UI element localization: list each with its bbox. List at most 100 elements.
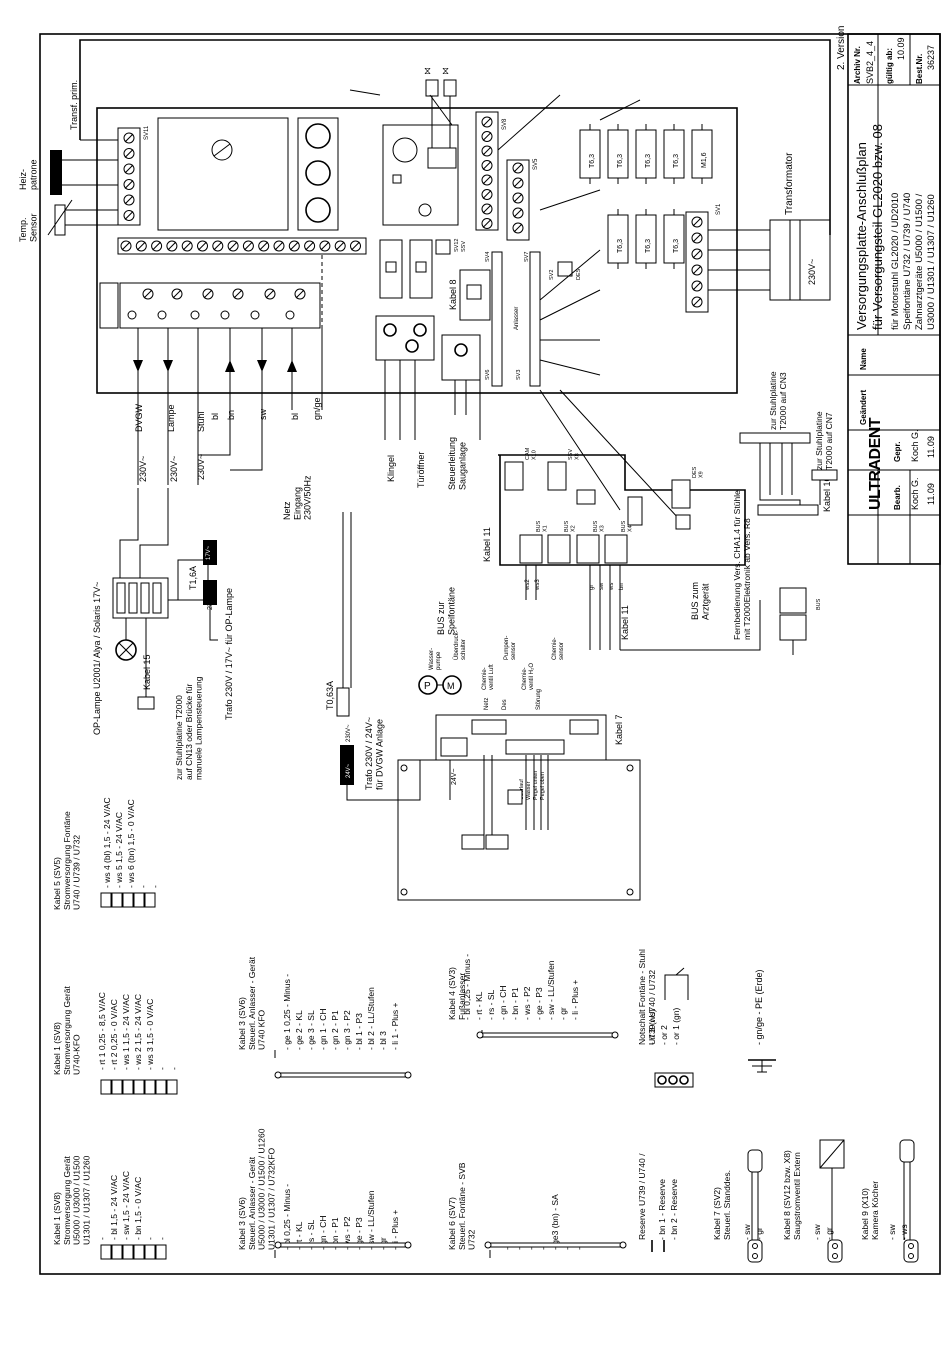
terminal-screw <box>481 131 493 142</box>
connector-pin <box>144 892 156 908</box>
wire <box>197 410 231 456</box>
terminal-screw <box>481 160 493 171</box>
legend-line: - ws 3 1,5 - 0 V/AC <box>145 999 155 1070</box>
transformer: Transformator 230V~ <box>708 152 831 301</box>
desc-line-4: U3000 / U1301 / U1307 / U1260 <box>926 194 937 330</box>
gueltig-label: gültig ab: <box>885 48 894 84</box>
plug-glyph <box>899 1139 915 1163</box>
svg-text:SSV: SSV <box>461 241 467 252</box>
connector-pin <box>122 1244 134 1260</box>
fuse-label: T6,3 <box>617 239 624 253</box>
v230-c: 230V~ <box>196 454 206 480</box>
lamp-terminal <box>152 582 162 614</box>
svg-text:Kabel 8: Kabel 8 <box>448 279 458 310</box>
connector-pin <box>166 1079 178 1095</box>
terminal-screw <box>227 240 239 252</box>
legend-line: - <box>514 1247 524 1250</box>
title-line-1: Versorgungsplatte-Anschlußplan <box>854 142 869 330</box>
sv7-connector <box>529 251 541 387</box>
v230-a: 230V~ <box>138 456 148 482</box>
sv5-connector: SV5 <box>506 158 539 241</box>
steuerleitung-label: SteuerleitungSauganlage <box>447 437 467 490</box>
svg-text:CAMX10: CAMX10 <box>525 447 537 460</box>
connector-pin <box>100 1244 112 1260</box>
sv8-connector: SV8 <box>475 111 508 231</box>
fountain-module: P M Wasser-pumpe Überdruck-schalter Chem… <box>325 512 641 901</box>
legend-line: - ws 2 1,5 - 24 V/AC <box>133 994 143 1070</box>
terminal-screw <box>123 210 135 221</box>
kabel11-label: Kabel 11 <box>482 527 492 562</box>
bus-wire-code: sw <box>599 582 605 590</box>
connector-pin <box>122 1079 134 1095</box>
svg-text:SV8: SV8 <box>502 118 508 130</box>
terminal-screw <box>512 207 524 219</box>
terminal-screw <box>691 280 703 292</box>
desc-line-1: für Motorstuhl GL2020 / UD2010 <box>890 193 901 330</box>
desc-line-3: Zahnarztgeräte U5000 / U1500 / <box>914 193 925 330</box>
svg-text:SV12: SV12 <box>454 239 460 252</box>
op-lamp-circuit: T1,6A 17V~ 230V~ Kabel 15 OP-Lampe U2001… <box>92 488 234 780</box>
legend-line: - <box>145 1237 155 1240</box>
terminal-strip-top <box>117 237 367 255</box>
terminal-screw <box>481 218 493 229</box>
cable-legend: Kabel 7 (SV2)Steuerl. Standdes.- sw- gr <box>712 1170 764 1240</box>
legend-line: - li 1 - Plus + <box>390 1002 400 1050</box>
legend-title: Reserve U739 / U740 / <box>637 1153 647 1240</box>
legend-line: - ge - P3 <box>354 1217 364 1250</box>
legend-line: - <box>538 1247 548 1250</box>
legend-line: - <box>157 1067 167 1070</box>
bl2-label: bl <box>290 413 300 420</box>
legend-line: - gn 2 - P1 <box>330 1010 340 1050</box>
legend-line: - <box>502 1247 512 1250</box>
sv12-connector <box>435 239 451 255</box>
svg-text:Chemie-ventil Luft: Chemie-ventil Luft <box>482 664 495 690</box>
svg-text:BUSX4: BUSX4 <box>621 520 633 532</box>
legend-line: - rt 3 (ws) <box>647 1009 657 1045</box>
svg-text:BUSX3: BUSX3 <box>593 520 605 532</box>
legend-line: - gn 1 - CH <box>318 1008 328 1050</box>
legend-line: - bl 3 <box>378 1031 388 1050</box>
svg-text:Chemie-ventil H₂O: Chemie-ventil H₂O <box>522 663 535 690</box>
terminal-screw <box>242 240 254 252</box>
lamp-terminal <box>116 582 126 614</box>
legend-line: - <box>562 1247 572 1250</box>
sv2-connector <box>557 261 573 277</box>
legend-line: - li - Plus + <box>570 980 580 1020</box>
legend-line: - ws - P2 <box>342 1216 352 1250</box>
terminal-screw <box>350 240 361 252</box>
svg-text:Wasser-pumpe: Wasser-pumpe <box>429 648 442 670</box>
cable-legend: Kabel 3 (SV6)Steuerl. Anlasser - GerätU5… <box>237 1128 400 1258</box>
bus-arzt-label: BUS zumArztgerät <box>690 582 710 620</box>
temp-sensor-label: Temp.Sensor <box>18 213 38 242</box>
v230-b: 230V~ <box>169 456 179 482</box>
fuse-label: T6,3 <box>589 154 596 168</box>
legend-line: - rt - KL <box>474 991 484 1020</box>
svg-text:Transformator: Transformator <box>784 152 795 215</box>
terminal-screw <box>166 240 178 252</box>
stuhl-label: Stuhl <box>196 411 206 432</box>
sw-label: sw <box>258 409 268 421</box>
sv11-connector: SV11 <box>117 125 150 226</box>
legend-line: - bl 1 - P3 <box>354 1013 364 1050</box>
switch-symbol <box>675 967 685 976</box>
legend-line: - ge 3 - SL <box>306 1010 316 1050</box>
kabel15-plug <box>137 696 155 710</box>
terminal-screw <box>691 216 703 228</box>
legend-line: - rs - SL <box>306 1220 316 1250</box>
svg-text:SV4: SV4 <box>485 252 491 262</box>
svg-text:P: P <box>424 681 431 692</box>
terminal-screw <box>197 240 208 252</box>
connector-end <box>274 1241 282 1249</box>
connector-end <box>404 1071 412 1079</box>
valve-glyph <box>819 1139 845 1169</box>
trafo-op-label: Trafo 230V / 17V~ für OP-Lampe <box>224 588 234 720</box>
archiv-value: SVB2_4_4 <box>865 41 875 84</box>
connector-pin <box>133 1244 145 1260</box>
terminal-screw <box>481 116 493 128</box>
bearb-label: Bearb. <box>893 485 902 510</box>
connector-bar <box>277 1072 409 1078</box>
name-label: Name <box>859 348 868 370</box>
legend-line: - <box>150 885 160 888</box>
bus-wire <box>620 600 761 651</box>
